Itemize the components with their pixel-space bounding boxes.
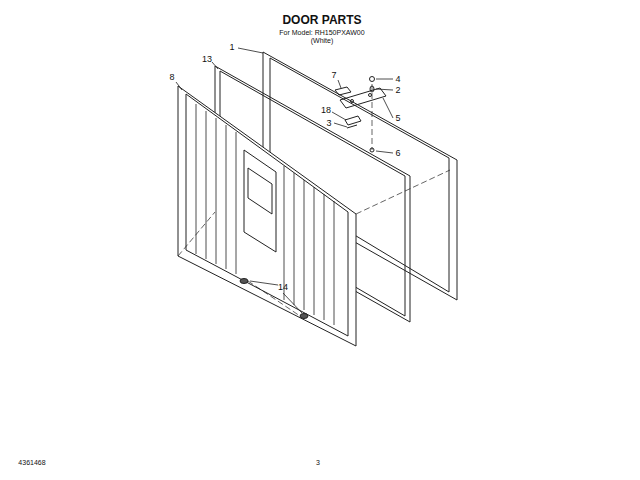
model-note: For Model: RH150PXAW00 xyxy=(279,29,364,36)
callout-number: 18 xyxy=(321,106,331,115)
document-number: 4361468 xyxy=(18,459,45,466)
callout-number: 8 xyxy=(169,73,174,82)
callout-number: 3 xyxy=(326,119,331,128)
callout-number: 13 xyxy=(202,55,212,64)
callout-number: 7 xyxy=(331,71,336,80)
hinge-washer xyxy=(370,77,375,82)
callout-number: 2 xyxy=(395,86,400,95)
door-panel-inner xyxy=(186,94,348,336)
hinge-plate xyxy=(340,88,386,108)
callout-number: 1 xyxy=(229,43,234,52)
hinge-pin xyxy=(347,125,357,128)
screw xyxy=(300,314,308,319)
door-center-recess xyxy=(248,168,272,214)
door-center-panel xyxy=(244,150,276,252)
page-number: 3 xyxy=(316,459,320,466)
callout-number: 5 xyxy=(395,114,400,123)
hinge-cover xyxy=(335,87,351,95)
diagram-title: DOOR PARTS xyxy=(282,14,361,26)
callout-number: 14 xyxy=(278,283,288,292)
hinge-spacer xyxy=(345,116,361,125)
door-panel xyxy=(178,86,356,346)
leader-lines xyxy=(176,48,393,313)
callout-number: 6 xyxy=(395,149,400,158)
callout-number: 4 xyxy=(395,75,400,84)
color-note: (White) xyxy=(311,37,334,44)
screw xyxy=(240,279,248,284)
assembly-lines xyxy=(178,84,450,316)
door-panel-ribs xyxy=(196,104,334,325)
